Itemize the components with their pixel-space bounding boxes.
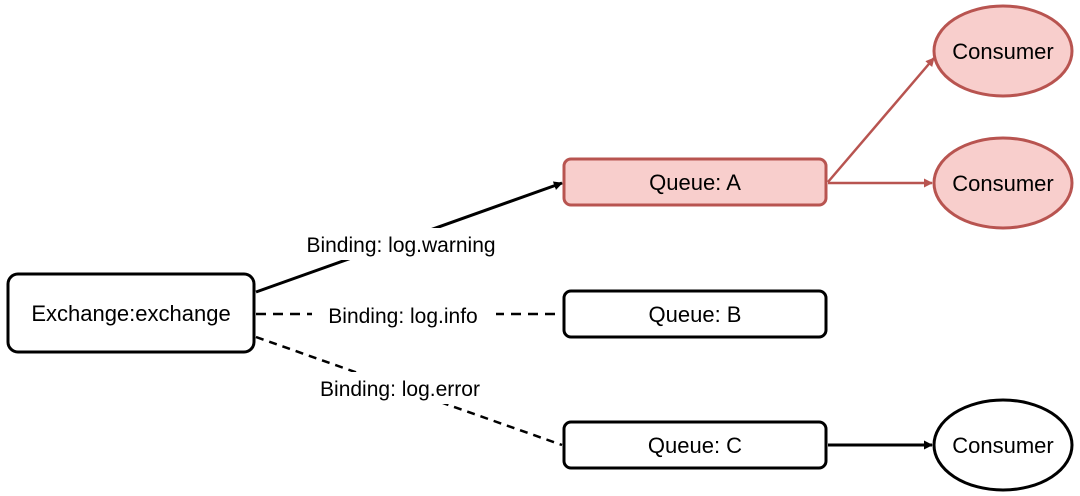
queue-a-label: Queue: A [649, 170, 741, 195]
edge-label-log-warning-text: Binding: log.warning [306, 234, 495, 257]
consumer-c-node[interactable]: Consumer [932, 398, 1074, 492]
consumer-a2-node[interactable]: Consumer [932, 136, 1074, 230]
queue-c-label: Queue: C [648, 433, 742, 458]
queue-c-node[interactable]: Queue: C [562, 420, 828, 470]
edge-label-log-info: Binding: log.info [312, 300, 496, 330]
edge-label-log-warning: Binding: log.warning [286, 228, 516, 260]
edge-queue-a-to-consumer-1 [827, 57, 935, 183]
queue-a-node[interactable]: Queue: A [562, 157, 828, 207]
edge-label-log-error-text: Binding: log.error [320, 378, 480, 401]
consumer-a1-node[interactable]: Consumer [932, 4, 1074, 98]
queue-b-node[interactable]: Queue: B [562, 289, 828, 339]
exchange-node[interactable]: Exchange:exchange [6, 272, 256, 354]
edge-label-log-info-text: Binding: log.info [328, 305, 477, 328]
edge-exchange-to-queue-c [255, 335, 563, 447]
edge-label-log-error: Binding: log.error [300, 372, 502, 404]
consumer-a1-label: Consumer [952, 39, 1053, 64]
consumer-a2-label: Consumer [952, 171, 1053, 196]
queue-b-label: Queue: B [649, 302, 742, 327]
exchange-node-label: Exchange:exchange [31, 301, 230, 326]
consumer-c-label: Consumer [952, 433, 1053, 458]
